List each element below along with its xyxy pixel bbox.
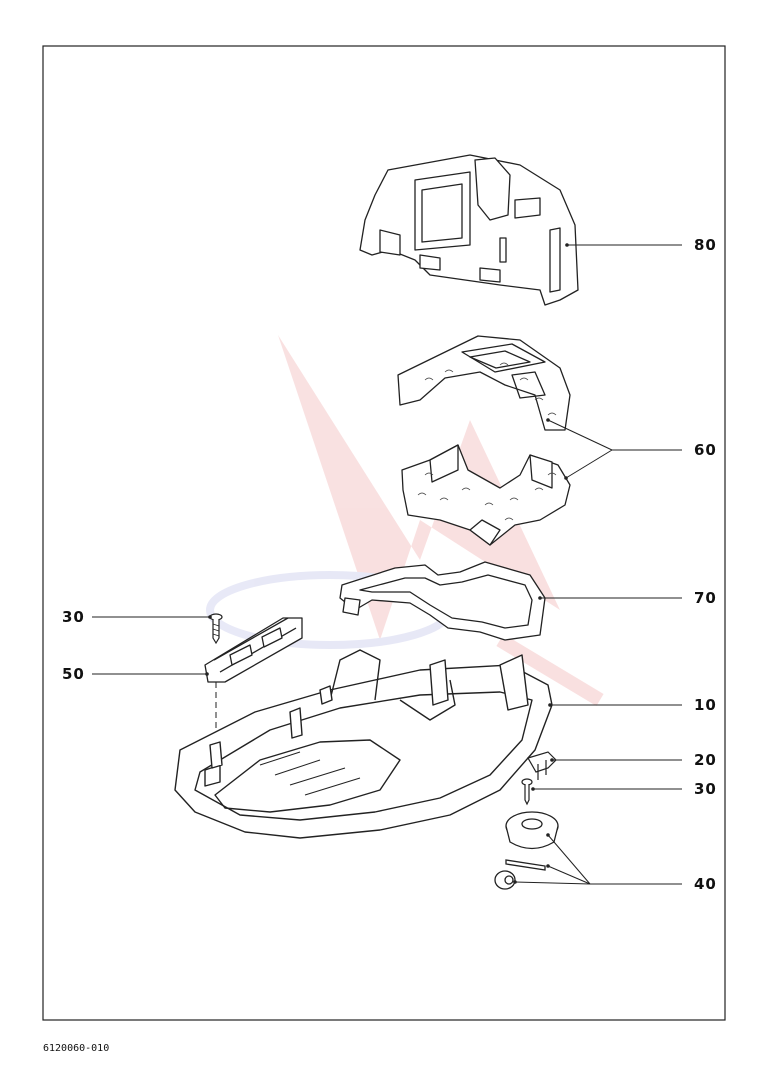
document-number: 6120060-010 — [43, 1043, 110, 1054]
callout-60: 60 — [694, 441, 717, 459]
callout-30-right: 30 — [694, 780, 717, 798]
part-70-gasket-frame — [339, 561, 546, 641]
drawing-frame — [42, 45, 726, 1021]
leader-60-lower — [565, 449, 613, 479]
part-30-screw-right — [521, 778, 533, 806]
leader-lines — [92, 244, 682, 885]
leader-40-c — [514, 881, 591, 885]
foam-texture — [417, 362, 557, 521]
callout-40: 40 — [694, 875, 717, 893]
part-80-upper-cover — [359, 154, 579, 306]
callout-80: 80 — [694, 236, 717, 254]
leader-60-upper — [547, 419, 613, 451]
callout-70: 70 — [694, 589, 717, 607]
leader-40-b — [547, 865, 591, 885]
leader-dots — [205, 243, 569, 884]
part-60-foam-lower — [401, 444, 571, 546]
part-20-wheel-bracket — [527, 751, 557, 780]
part-40-wheel-assembly — [494, 811, 559, 890]
part-60-foam-upper — [397, 335, 571, 431]
part-50-latch-bracket — [204, 617, 303, 683]
part-30-screw-left — [209, 613, 223, 645]
callout-30-left: 30 — [62, 608, 85, 626]
callout-10: 10 — [694, 696, 717, 714]
part-10-base-housing — [174, 649, 553, 839]
callout-50: 50 — [62, 665, 85, 683]
leader-40-a — [547, 834, 591, 885]
callout-20: 20 — [694, 751, 717, 769]
